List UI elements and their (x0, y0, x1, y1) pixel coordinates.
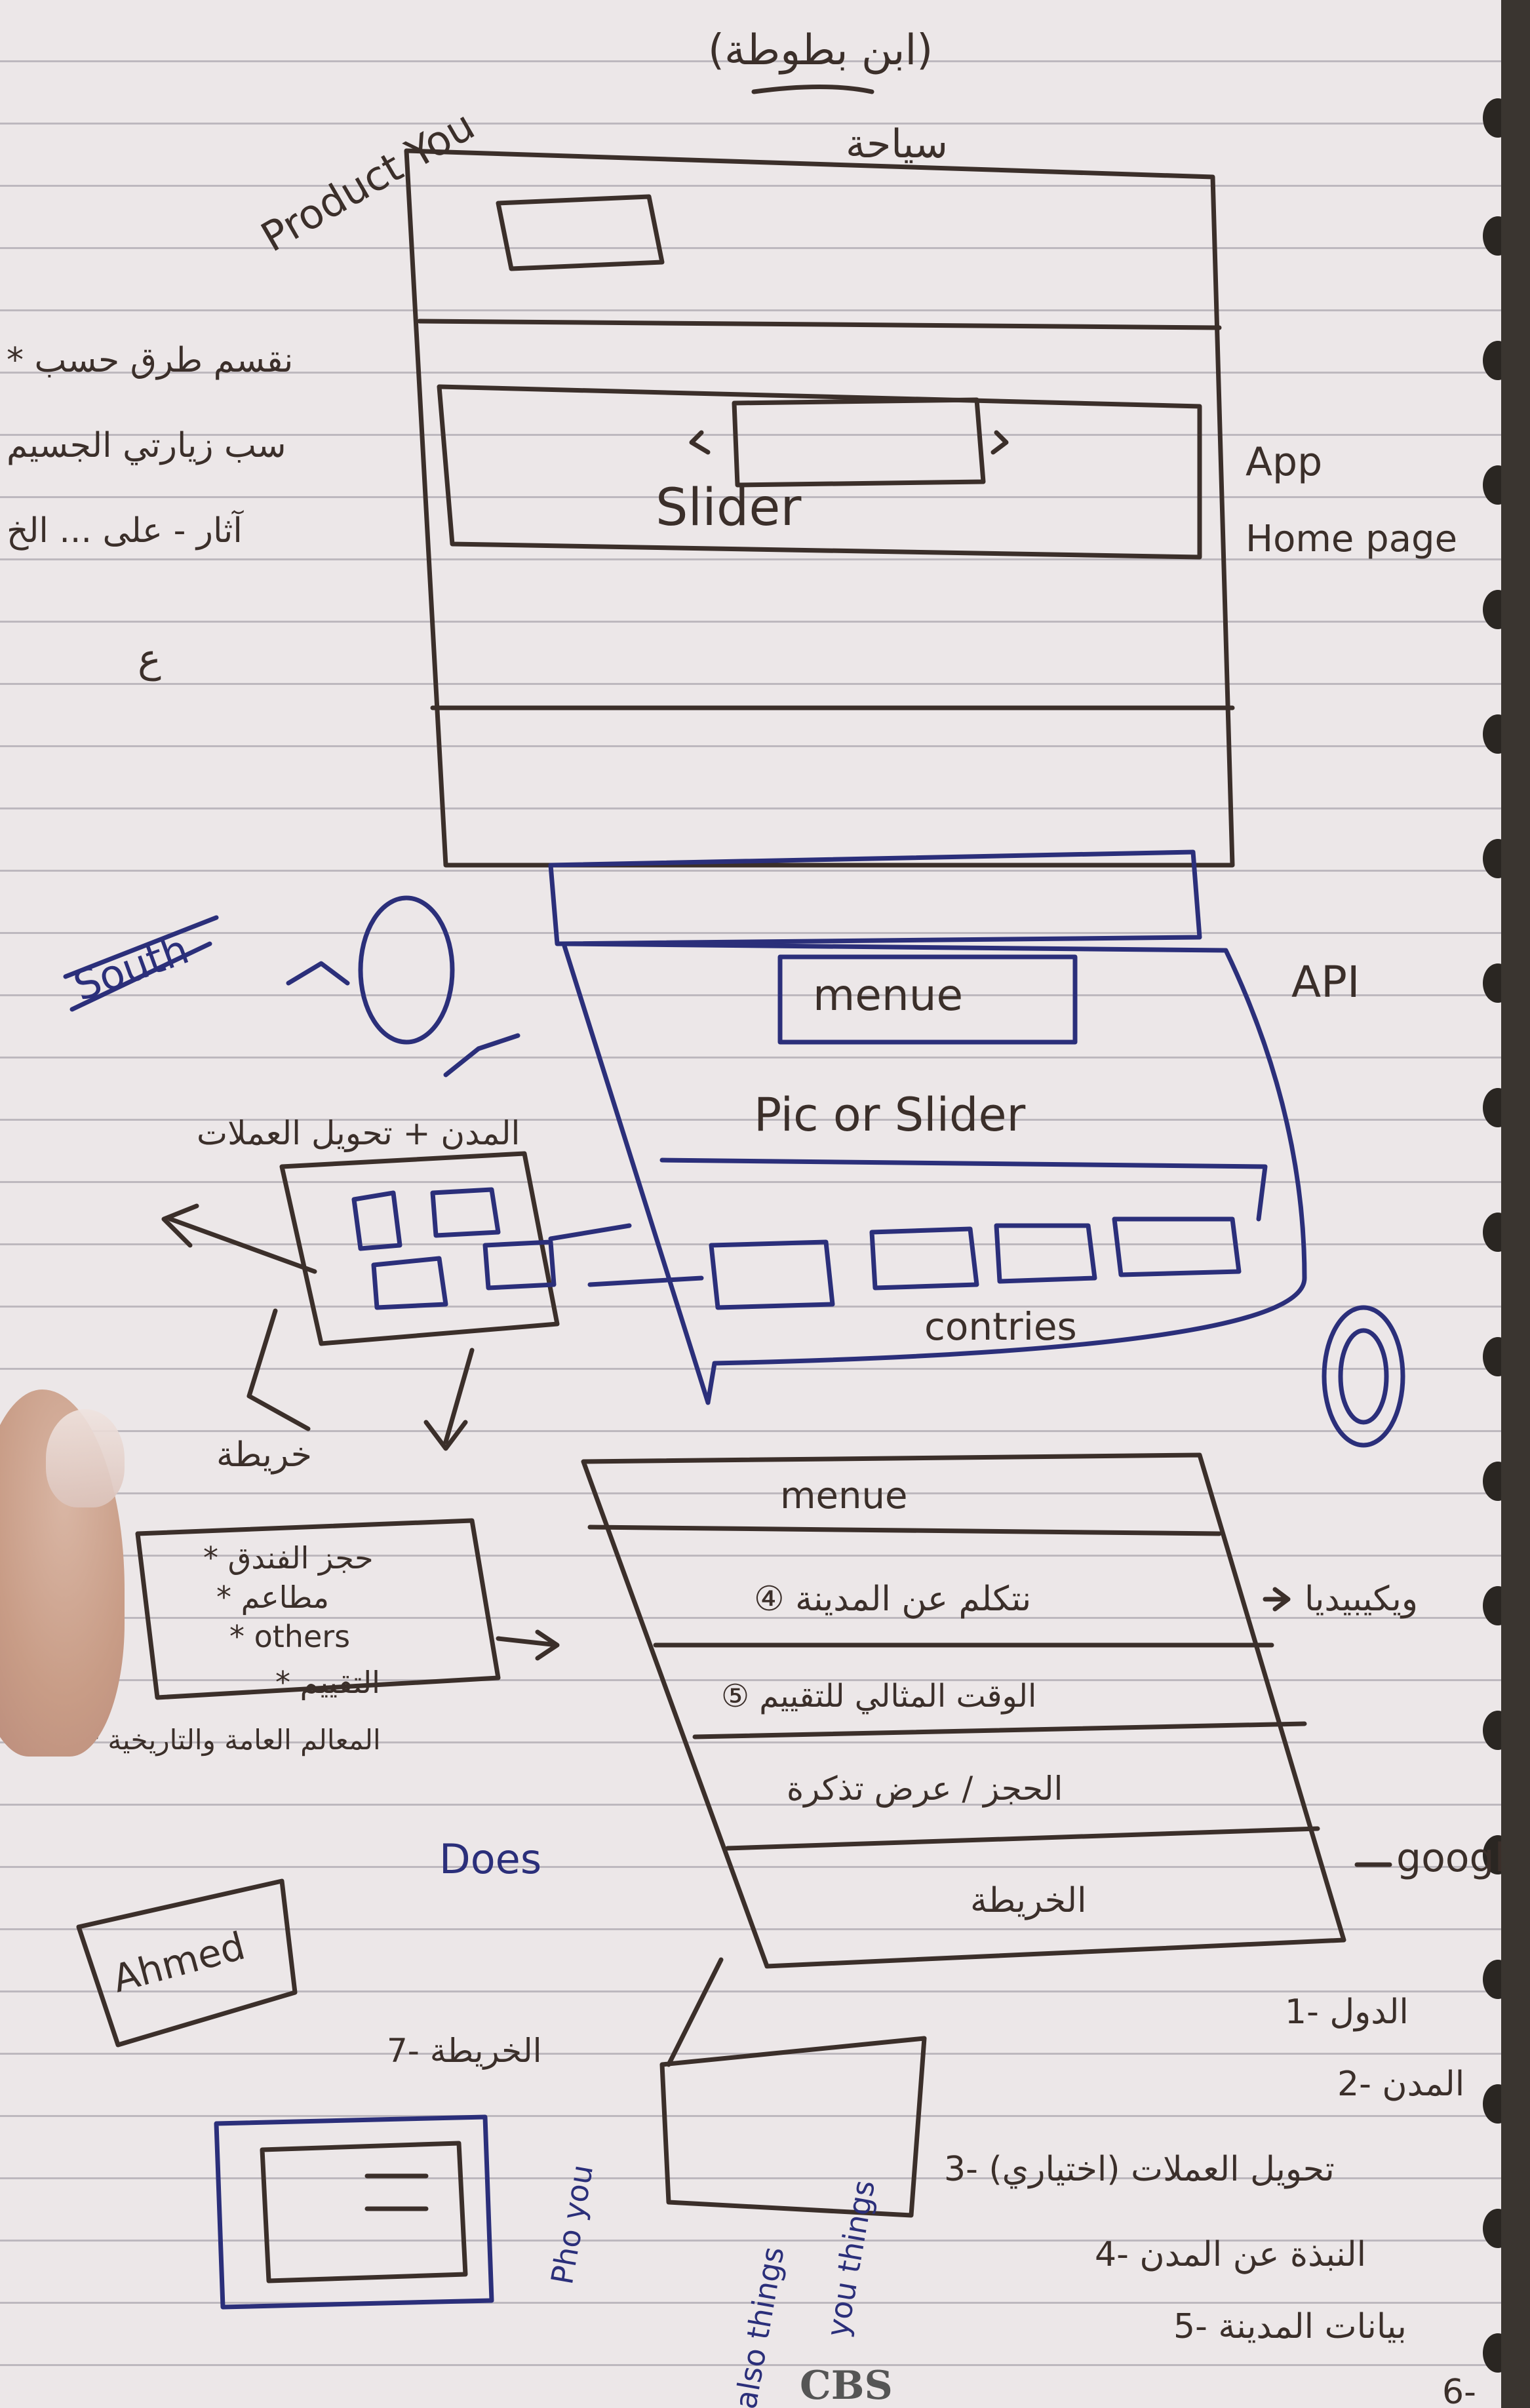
check-mark (443, 1033, 520, 1078)
left-note: آثار - على ... الخ (7, 511, 243, 551)
menu-box-label: menue (813, 970, 964, 1020)
arrow-left (161, 1203, 317, 1274)
footer-stamp: CBS (800, 2363, 893, 2408)
numbered-list-item: 4- النبذة عن المدن (1095, 2235, 1367, 2274)
hotel-list-item: * حجز الفندق (203, 1540, 374, 1576)
header-strip (548, 849, 1202, 946)
arrow-to-map-2 (587, 1275, 704, 1287)
numbered-list-item: 6- (1442, 2373, 1476, 2408)
map-label: خريطة (216, 1435, 312, 1475)
menu2-item: ⑤ الوقت المثالي للتقييم (721, 1678, 1037, 1715)
subtitle-text: سياحة (846, 121, 948, 167)
slider-label: Slider (656, 478, 802, 537)
mobile-frame (561, 941, 1307, 1405)
arrow-right (496, 1629, 560, 1661)
hotel-list-box (135, 1518, 501, 1700)
device-sketch (214, 2114, 494, 2310)
map-item-label: 7- الخريطة (387, 2032, 542, 2070)
app-home-wireframe (404, 148, 1235, 868)
google-label: google (1396, 1835, 1501, 1881)
left-note: ع (138, 636, 161, 682)
menu2-divider (725, 1826, 1320, 1851)
menu2-frame (581, 1452, 1346, 1969)
hotel-list-item: * others (229, 1619, 351, 1654)
app-label: App (1246, 439, 1323, 485)
menu2-divider (587, 1524, 1222, 1536)
map-tile (430, 1187, 501, 1238)
title-text: (ابن بطوطة) (708, 26, 933, 75)
device-screen (260, 2141, 468, 2283)
globe-sketch (1322, 1305, 1405, 1448)
cities-convert-label: المدن + تحويل العملات (197, 1114, 520, 1152)
slider-left-arrow (689, 430, 711, 455)
title-underline (751, 85, 874, 94)
country-thumb-1 (709, 1239, 835, 1310)
api-label: API (1291, 957, 1360, 1007)
slider-image-box (732, 397, 986, 488)
home-page-label: Home page (1246, 518, 1458, 560)
wikipedia-label: ويكيبيديا (1304, 1580, 1418, 1619)
scribble-box (659, 2036, 927, 2218)
numbered-list-item: 2- المدن (1337, 2065, 1465, 2104)
menu2-title: menue (780, 1475, 908, 1517)
countries-label: contries (924, 1304, 1077, 1349)
map-tile (371, 1256, 448, 1310)
globe-inner (1338, 1328, 1389, 1425)
slider-box (437, 384, 1202, 560)
left-note: سب زيارتي الجسيم (7, 426, 286, 465)
map-tile (351, 1190, 402, 1251)
arrow-down-left (246, 1308, 311, 1431)
slider-right-arrow (991, 430, 1009, 455)
wiki-arrow (1263, 1587, 1291, 1612)
left-note: * نقسم طرق حسب (7, 341, 294, 380)
numbered-list-item: 3- تحويل العملات (اختياري) (944, 2150, 1335, 2189)
pic-slider-line (659, 1157, 1268, 1222)
triangle-sketch (286, 961, 350, 986)
menu2-item: ④ نتكلم عن المدينة (754, 1580, 1032, 1619)
map-tile (482, 1239, 557, 1291)
arrow-down (423, 1348, 475, 1451)
hotel-list-item: * مطاعم (216, 1580, 330, 1615)
menu-box (777, 954, 1078, 1045)
menu2-item: الحجز / عرض تذكرة (787, 1770, 1063, 1808)
pic-slider-label: Pic or Slider (754, 1088, 1026, 1142)
menu2-divider (692, 1721, 1307, 1739)
country-thumb-3 (994, 1223, 1097, 1284)
bottom-note: * المعالم العامة والتاريخية (85, 1724, 381, 1756)
south-strikes (63, 915, 219, 1012)
country-thumb-2 (869, 1226, 979, 1291)
thumbnail (46, 1409, 125, 1507)
menu2-item: الخريطة (970, 1881, 1087, 1920)
mobile-frame-left (561, 941, 711, 1405)
circle-sketch (358, 895, 455, 1045)
map-box (279, 1151, 560, 1346)
logo-box (496, 194, 665, 271)
numbered-list-item: 1- الدول (1285, 1992, 1409, 2032)
device-lines (364, 2173, 429, 2211)
arrow-to-map (548, 1223, 632, 1241)
scribble-arrow (666, 1957, 724, 2067)
numbered-list-item: 5- بيانات المدينة (1173, 2307, 1407, 2346)
ahmed-box (76, 1878, 298, 2048)
does-label: Does (439, 1835, 542, 1883)
hotel-list-item: * التقييم (275, 1665, 380, 1700)
header-divider (417, 319, 1222, 330)
country-thumb-4 (1112, 1216, 1242, 1277)
